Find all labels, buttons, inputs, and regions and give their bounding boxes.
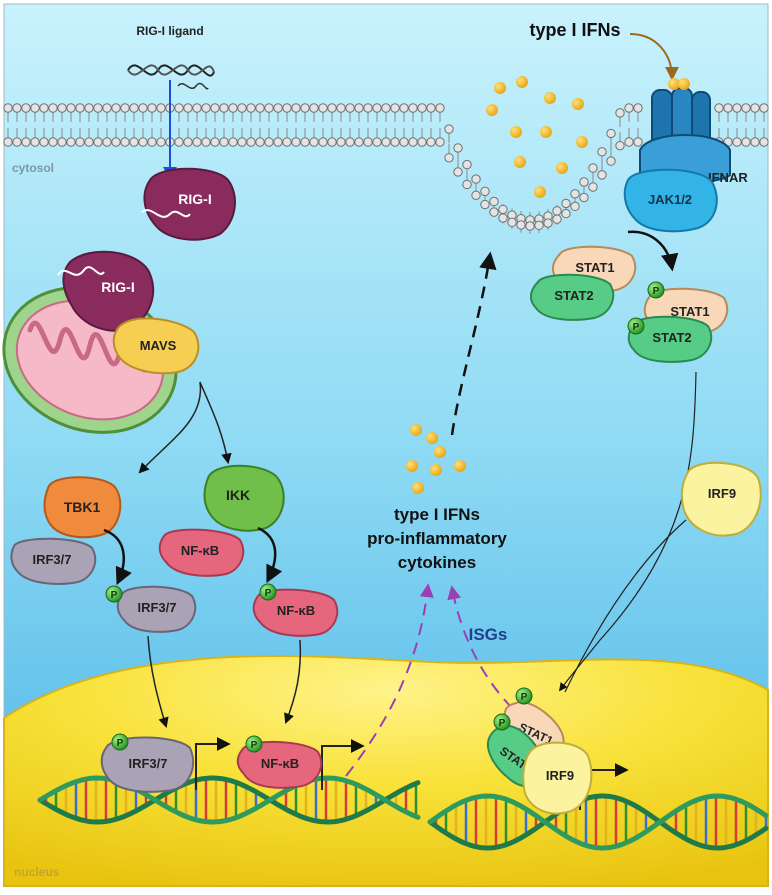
ikk-phosphorylation-arrow [257,526,283,584]
secreted-line3: cytokines [398,553,476,572]
nfkb-inactive [158,528,245,577]
phosphate-group-icon: P [245,735,263,753]
cytokine-transcription-arrow [345,583,434,777]
gene-promoter-arrow-icon [195,737,231,790]
dna-helix-right [427,793,769,851]
irf9-free [680,461,762,537]
ikk-label: IKK [226,487,250,503]
nfkb-phospho-label: NF-κB [277,603,315,618]
rig-i-mito-label: RIG-I [101,279,134,295]
ifn-top-label: type I IFNs [529,20,620,40]
svg-text:P: P [111,590,118,601]
ifn-ball [678,78,690,90]
phosphate-group-icon: P [515,687,533,705]
mavs-to-tbk1-arrow [138,381,202,474]
irf37-dna-bound [100,736,195,793]
ifn-binding-arrow [629,33,679,81]
jak-label: JAK1/2 [648,192,692,207]
jak-phosphorylation-arrow [627,230,679,272]
nucleus-label: nucleus [14,865,60,879]
svg-text:P: P [251,740,258,751]
stat2-inactive-label: STAT2 [554,288,593,303]
tbk1-phosphorylation-arrow [103,528,132,586]
irf37-phospho-label: IRF3/7 [137,600,176,615]
svg-text:P: P [117,738,124,749]
phosphate-group-icon: P [259,583,277,601]
nfkb-inactive-label: NF-κB [181,543,219,558]
ifn-balls-vesicle [486,76,588,198]
nfkb-phosphorylated [252,588,339,637]
irf37-inactive [10,537,97,585]
ifn-ball [668,78,680,90]
dna-helix-icon [141,209,191,218]
mavs-label: MAVS [140,338,177,353]
stat2-phosphorylated [627,315,713,363]
secreted-line1: type I IFNs [394,505,480,524]
nfkb-to-nucleus-arrow [284,639,302,724]
nfkb-dna-bound [236,741,323,789]
phosphate-groups: P P P P P P P P [105,281,665,753]
cytokine-balls [406,424,466,494]
dna-helix-icon [57,266,105,276]
phosphate-group-icon: P [105,585,123,603]
svg-text:P: P [653,286,660,297]
secretion-dashed-arrow [450,251,497,436]
phosphate-group-icon: P [627,317,645,335]
mavs-protein [112,317,200,375]
irf9-dna-bound [522,741,593,815]
plasma-membrane [3,103,769,234]
stat1-inactive-label: STAT1 [575,260,614,275]
jak-protein [623,168,718,233]
mavs-to-ikk-arrow [199,381,232,465]
tbk1-protein [43,476,122,539]
irf9-free-label: IRF9 [708,486,736,501]
stat1-phospho-label: STAT1 [670,304,709,319]
nfkb-dna-label: NF-κB [261,756,299,771]
svg-text:P: P [499,718,506,729]
stat2-phospho-label: STAT2 [652,330,691,345]
irf37-inactive-label: IRF3/7 [32,552,71,567]
dna-helix-icon [177,82,209,90]
cytosol-label: cytosol [12,161,54,175]
irf37-phosphorylated [116,585,197,633]
svg-text:P: P [265,588,272,599]
stat2-inactive [530,273,615,321]
irf37-dna-label: IRF3/7 [128,756,167,771]
rig-i-cytosolic [143,167,236,241]
irf9-dna-label: IRF9 [546,768,574,783]
rig-i-ligand-label: RIG-I ligand [136,24,203,38]
gene-promoter-arrow-icon [321,739,365,790]
phosphate-group-icon: P [111,733,129,751]
dna-helix-left [37,775,421,825]
svg-text:P: P [633,322,640,333]
phosphate-group-icon: P [493,713,511,731]
irf9-to-nucleus-line [564,519,687,693]
rig-i-label: RIG-I [178,191,211,207]
phosphate-group-icon: P [647,281,665,299]
svg-text:P: P [521,692,528,703]
tbk1-label: TBK1 [64,499,101,515]
dna-helix-icon [127,64,215,77]
ikk-protein [203,464,285,532]
irf37-to-nucleus-arrow [147,635,169,729]
isgs-label: ISGs [469,625,508,644]
ifnar-label: IFNAR [708,170,748,185]
secreted-line2: pro-inflammatory [367,529,507,548]
isg-transcription-arrow [447,585,513,709]
